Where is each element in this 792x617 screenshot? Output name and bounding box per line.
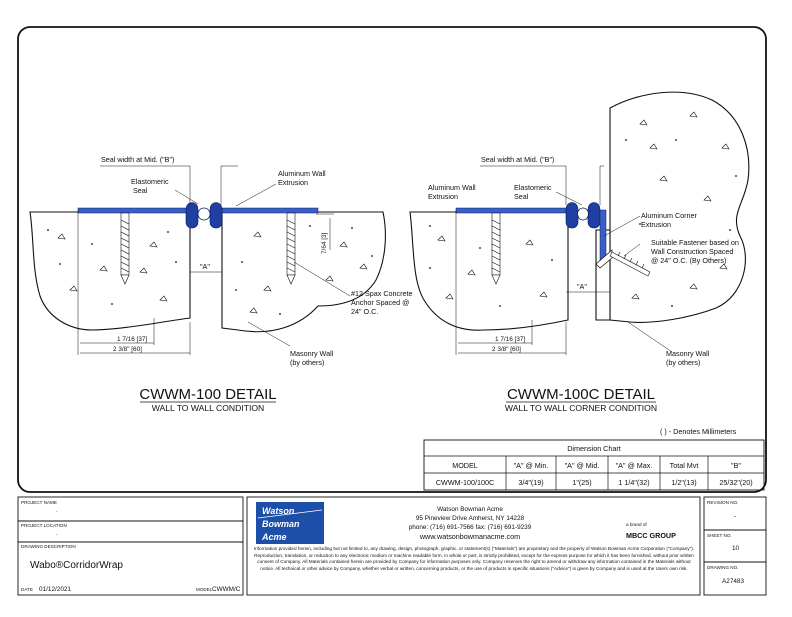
right-fastener-label-1: Suitable Fastener based on	[651, 238, 739, 247]
chart-header-mid: "A" @ Mid.	[565, 461, 600, 470]
left-detail-graphic	[29, 165, 386, 355]
sheet-border	[17, 26, 767, 493]
group-prefix: a brand of	[626, 522, 647, 527]
disclaimer-text: Information provided herein, including b…	[253, 546, 695, 571]
logo-line-1: Watson	[262, 506, 295, 516]
sheet-value: 10	[732, 545, 740, 552]
left-masonry-label-2: (by others)	[290, 358, 324, 367]
right-detail-subtitle: WALL TO WALL CORNER CONDITION	[505, 403, 657, 413]
project-name-label: PROJECT NAME	[21, 500, 57, 505]
chart-title: Dimension Chart	[567, 444, 621, 453]
date-label: DATE	[21, 587, 33, 592]
left-aluminum-label-1: Aluminum Wall	[278, 169, 326, 178]
right-corner-label-2: Extrusion	[641, 220, 671, 229]
date-value: 01/12/2021	[39, 586, 71, 593]
model-value: CWWM/C	[212, 586, 241, 593]
right-elastomeric-label-1: Elastomeric	[514, 183, 552, 192]
left-anchor-label-2: Anchor Spaced @	[351, 298, 409, 307]
title-block-frame	[17, 496, 767, 596]
right-masonry-label-2: (by others)	[666, 358, 700, 367]
mm-note: ( ) - Denotes Millimeters	[660, 427, 737, 436]
company-name: Watson Bowman Acme	[437, 506, 503, 513]
left-elastomeric-label-2: Seal	[133, 186, 148, 195]
sheet-label: SHEET NO.	[707, 533, 732, 538]
chart-cell-max: 1 1/4"(32)	[618, 478, 649, 487]
left-anchor-label-1: #12 Spax Concrete	[351, 289, 413, 298]
model-label: MODEL	[196, 587, 213, 592]
drawing-no-label: DRAWING NO.	[707, 565, 738, 570]
company-phone: phone: (716) 691-7566 fax: (716) 691-923…	[409, 524, 532, 531]
left-dim-1: 1 7/16 [37]	[117, 336, 147, 343]
right-aluminum-label-1: Aluminum Wall	[428, 183, 476, 192]
right-detail-graphic	[409, 91, 750, 355]
drawing-description-label: DRAWING DESCRIPTION	[21, 544, 76, 549]
left-detail-title: CWWM-100 DETAIL	[139, 386, 276, 403]
left-aluminum-label-2: Extrusion	[278, 178, 308, 187]
left-masonry-label-1: Masonry Wall	[290, 349, 334, 358]
right-detail-title: CWWM-100C DETAIL	[507, 386, 655, 403]
project-name-value: -	[56, 509, 58, 514]
group-name: MBCC GROUP	[626, 531, 676, 540]
chart-cell-min: 3/4"(19)	[518, 478, 543, 487]
chart-cell-model: CWWM-100/100C	[436, 478, 494, 487]
chart-header-max: "A" @ Max.	[616, 461, 653, 470]
right-dim-1: 1 7/16 [37]	[495, 336, 525, 343]
project-location-label: PROJECT LOCATION	[21, 523, 67, 528]
left-detail-subtitle: WALL TO WALL CONDITION	[152, 403, 265, 413]
drawing-no-value: A27483	[722, 578, 744, 585]
revision-label: REVISION NO.	[707, 500, 738, 505]
revision-value: -	[734, 513, 736, 520]
right-gap-label: "A"	[577, 282, 587, 291]
chart-cell-mid: 1"(25)	[572, 478, 591, 487]
left-dim-2: 2 3/8" [60]	[113, 346, 142, 353]
chart-cell-mvt: 1/2"(13)	[671, 478, 696, 487]
right-seal-width-label: Seal width at Mid. ("B")	[481, 155, 554, 164]
right-masonry-label-1: Masonry Wall	[666, 349, 710, 358]
chart-header-b: "B"	[731, 461, 741, 470]
left-gap-label: "A"	[200, 262, 210, 271]
right-aluminum-label-2: Extrusion	[428, 192, 458, 201]
left-elastomeric-label-1: Elastomeric	[131, 177, 169, 186]
right-elastomeric-label-2: Seal	[514, 192, 529, 201]
left-vertical-dim: 7/64 [3]	[321, 232, 328, 254]
logo-line-3: Acme	[261, 532, 287, 542]
company-address: 95 Pineview Drive Amherst, NY 14228	[416, 515, 525, 522]
left-seal-width-label: Seal width at Mid. ("B")	[101, 155, 174, 164]
logo-line-2: Bowman	[262, 519, 300, 529]
chart-header-mvt: Total Mvt	[670, 461, 699, 470]
right-fastener-label-3: @ 24" O.C. (By Others)	[651, 256, 726, 265]
chart-header-model: MODEL	[452, 461, 478, 470]
chart-header-min: "A" @ Min.	[514, 461, 549, 470]
project-location-value: -	[56, 532, 58, 537]
right-fastener-label-2: Wall Construction Spaced	[651, 247, 733, 256]
left-anchor-label-3: 24" O.C.	[351, 307, 378, 316]
right-corner-label-1: Aluminum Corner	[641, 211, 698, 220]
right-dim-2: 2 3/8" [60]	[492, 346, 521, 353]
drawing-description: Wabo®CorridorWrap	[30, 560, 123, 571]
company-web: www.watsonbowmanacme.com	[419, 532, 520, 541]
dimension-chart	[423, 439, 765, 491]
chart-cell-b: 25/32"(20)	[719, 478, 752, 487]
company-logo	[256, 502, 324, 544]
